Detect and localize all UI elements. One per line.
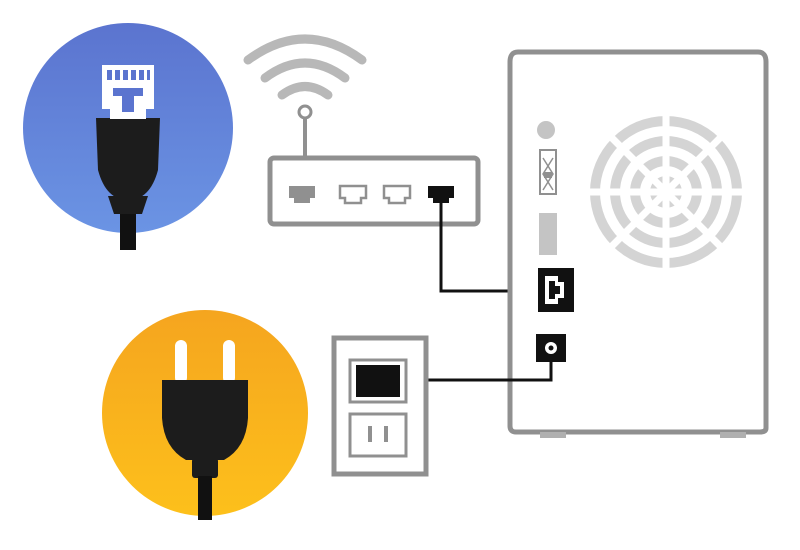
outlet-icon bbox=[331, 335, 429, 477]
nas-device-icon bbox=[507, 49, 769, 438]
router-port-2 bbox=[338, 184, 368, 205]
nas-fan-icon bbox=[586, 112, 746, 272]
outlet-socket-1 bbox=[348, 358, 408, 404]
ethernet-plug-icon bbox=[96, 65, 160, 250]
router-port-3 bbox=[382, 184, 412, 205]
router-port-1 bbox=[289, 186, 315, 203]
router-port-4 bbox=[428, 186, 454, 203]
nas-usb-port bbox=[539, 149, 557, 195]
nas-power-port bbox=[536, 334, 566, 362]
router-body bbox=[267, 155, 481, 227]
nas-reset-slot bbox=[539, 213, 557, 255]
power-callout bbox=[102, 310, 308, 520]
router-icon bbox=[267, 104, 481, 227]
nas-power-button bbox=[537, 121, 555, 139]
ethernet-callout bbox=[23, 23, 233, 250]
ethernet-cable bbox=[439, 203, 540, 293]
nas-ethernet-port bbox=[538, 268, 574, 312]
power-cable bbox=[404, 362, 553, 382]
outlet-socket-2 bbox=[348, 412, 408, 458]
wifi-signal-icon bbox=[243, 34, 367, 100]
power-plug-icon bbox=[162, 340, 248, 520]
